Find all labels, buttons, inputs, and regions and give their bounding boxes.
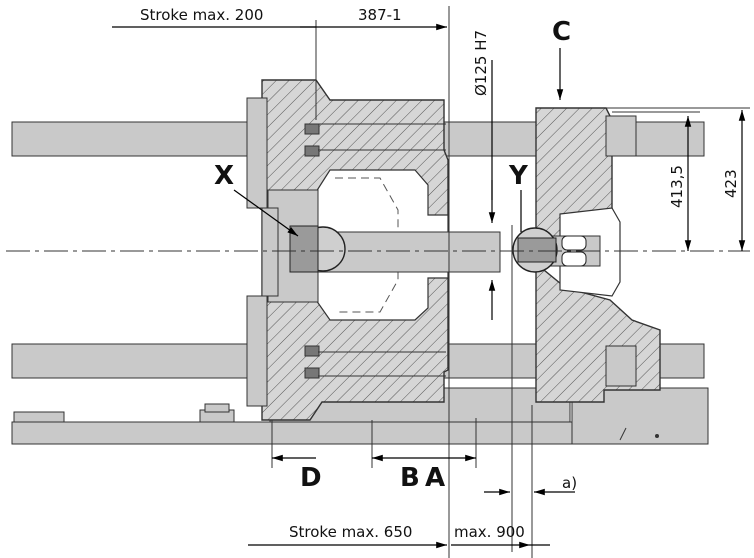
callouts: C X Y D B A — [214, 17, 571, 493]
fixed-platen-section — [535, 107, 661, 403]
fixed-platen-block-lower — [605, 345, 637, 387]
bolt — [304, 145, 320, 157]
bolt — [304, 123, 320, 135]
bed-block-top — [204, 403, 230, 413]
label-413-5: 413,5 — [668, 165, 686, 208]
platen-cavity-hidden — [335, 177, 399, 313]
top-dimensions: Stroke max. 200 387-1 — [112, 6, 447, 31]
callout-c: C — [552, 17, 571, 47]
bolt — [304, 367, 320, 379]
label-a-note: a) — [562, 474, 577, 492]
fixed-platen — [512, 107, 661, 403]
label-stroke-max-650: Stroke max. 650 — [289, 523, 412, 541]
callout-y: Y — [508, 161, 529, 191]
nozzle-tip — [517, 237, 557, 263]
fixed-platen-block-upper — [605, 115, 637, 157]
moving-platen — [246, 79, 501, 421]
clamp-screws — [318, 123, 446, 377]
callout-b: B — [400, 463, 420, 493]
label-387-1: 387-1 — [358, 6, 402, 24]
nozzle-slot-2 — [561, 251, 587, 267]
reference-lines — [271, 6, 533, 558]
bottom-dimensions: a) Stroke max. 650 max. 900 — [248, 454, 577, 549]
label-max-900: max. 900 — [454, 523, 525, 541]
label-423: 423 — [722, 169, 740, 198]
callout-x: X — [214, 161, 234, 191]
bed-pad-left — [13, 411, 65, 423]
bed-mark — [619, 427, 627, 441]
label-stroke-max-200: Stroke max. 200 — [140, 6, 263, 24]
callout-a: A — [425, 463, 445, 493]
platen-plate-upper — [246, 97, 268, 209]
platen-bolts — [304, 123, 320, 379]
label-dia-125-h7: Ø125 H7 — [472, 30, 490, 96]
callout-x-leader — [233, 189, 299, 237]
height-dimensions: 413,5 423 — [540, 107, 750, 251]
diameter-dimension: Ø125 H7 — [472, 30, 496, 320]
callout-d: D — [300, 463, 322, 493]
platen-plate-lower — [246, 295, 268, 407]
bed-dot — [655, 434, 659, 438]
platen-plate-mid — [261, 207, 279, 297]
bolt — [304, 345, 320, 357]
nozzle-slot-1 — [561, 235, 587, 251]
